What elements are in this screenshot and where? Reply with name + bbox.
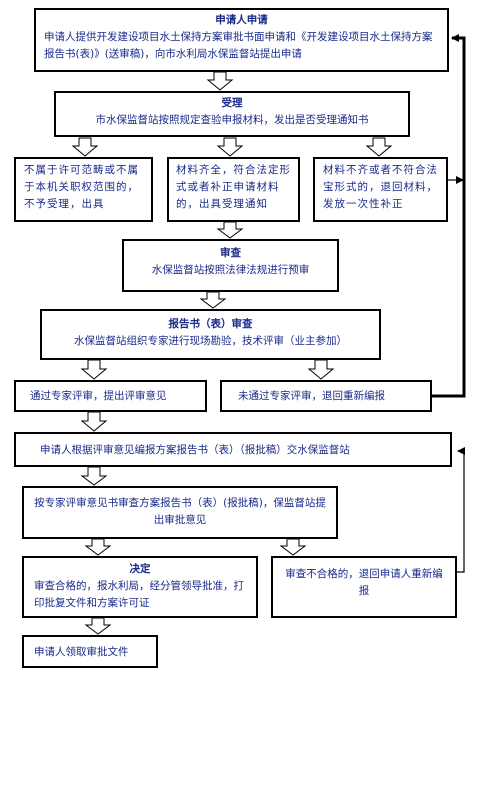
arrow-examine-to-decision — [84, 538, 112, 556]
node-fail-expert: 未通过专家评审，退回重新编报 — [220, 380, 432, 412]
node-accept: 受理 市水保监督站按照规定查验申报材料，发出是否受理通知书 — [54, 91, 410, 137]
arrow-pass-to-submit — [80, 411, 108, 432]
node-report-review: 报告书（表）审查 水保监督站组织专家进行现场勘验，技术评审（业主参加） — [40, 309, 381, 360]
loop-incomplete-arrowhead — [456, 176, 464, 184]
node-apply-text: 申请人提供开发建设项目水土保持方案审批书面申请和《开发建设项目水土保持方案报告书… — [44, 31, 433, 60]
node-decision: 决定 审查合格的，报水利局，经分管领导批准，打印批复文件和方案许可证 — [22, 556, 258, 618]
node-incomplete-text: 材料不齐或者不符合法宝形式的，退回材料，发放一次性补正 — [323, 164, 438, 210]
node-incomplete: 材料不齐或者不符合法宝形式的，退回材料，发放一次性补正 — [313, 157, 448, 222]
node-pass-expert-text: 通过专家评审，提出评审意见 — [30, 390, 167, 402]
node-decision-title: 决定 — [129, 563, 151, 575]
node-decision-text: 审查合格的，报水利局，经分管领导批准，打印批复文件和方案许可证 — [34, 580, 244, 609]
node-accept-title: 受理 — [221, 97, 243, 109]
node-unqualified-text: 审查不合格的，退回申请人重新编报 — [285, 568, 443, 597]
arrow-decision-to-collect — [84, 617, 112, 635]
node-collect-text: 申请人领取审批文件 — [34, 646, 129, 658]
node-not-in-scope-text: 不属于许可范畴或不属于本机关职权范围的，不予受理，出具 — [24, 164, 139, 210]
arrow-submit-to-examine — [80, 466, 108, 486]
node-report-review-text: 水保监督站组织专家进行现场勘验，技术评审（业主参加） — [74, 335, 347, 347]
arrow-mid-to-review — [216, 221, 244, 239]
node-submit-report: 申请人根据评审意见编报方案报告书（表）（报批稿）交水保监督站 — [14, 432, 452, 467]
node-not-in-scope: 不属于许可范畴或不属于本机关职权范围的，不予受理，出具 — [14, 157, 153, 222]
node-report-review-title: 报告书（表）审查 — [168, 318, 253, 330]
node-review-title: 审查 — [220, 247, 241, 259]
arrow-report-to-fail — [307, 359, 335, 380]
node-examine-report: 按专家评审意见书审查方案报告书（表）(报批稿)，保监督站提出审批意见 — [22, 486, 338, 539]
node-fail-expert-text: 未通过专家评审，退回重新编报 — [238, 390, 385, 402]
node-unqualified: 审查不合格的，退回申请人重新编报 — [271, 556, 457, 618]
node-collect: 申请人领取审批文件 — [22, 635, 158, 668]
loop-fail-to-apply — [432, 34, 466, 398]
node-apply-title: 申请人申请 — [215, 14, 268, 26]
arrow-review-to-report — [199, 291, 227, 309]
arrow-accept-to-left — [71, 137, 99, 157]
node-submit-report-text: 申请人根据评审意见编报方案报告书（表）（报批稿）交水保监督站 — [40, 444, 350, 456]
node-accept-text: 市水保监督站按照规定查验申报材料，发出是否受理通知书 — [95, 114, 369, 126]
node-complete: 材料齐全，符合法定形式或者补正申请材料的，出具受理通知 — [167, 157, 300, 222]
node-apply: 申请人申请 申请人提供开发建设项目水土保持方案审批书面申请和《开发建设项目水土保… — [34, 8, 449, 72]
arrow-examine-to-unqualified — [279, 538, 307, 556]
down-arrows — [71, 71, 393, 635]
node-pass-expert: 通过专家评审，提出评审意见 — [14, 380, 207, 412]
node-review-text: 水保监督站按照法律法规进行预审 — [151, 264, 310, 276]
node-review: 审查 水保监督站按照法律法规进行预审 — [122, 239, 339, 292]
arrow-accept-to-mid — [216, 137, 244, 157]
arrow-accept-to-right — [365, 137, 393, 157]
node-complete-text: 材料齐全，符合法定形式或者补正申请材料的，出具受理通知 — [176, 164, 291, 210]
arrow-report-to-pass — [80, 359, 108, 380]
node-examine-report-text: 按专家评审意见书审查方案报告书（表）(报批稿)，保监督站提出审批意见 — [34, 497, 326, 526]
arrow-apply-to-accept — [206, 71, 234, 91]
loop-unqualified-to-submit — [420, 447, 465, 573]
